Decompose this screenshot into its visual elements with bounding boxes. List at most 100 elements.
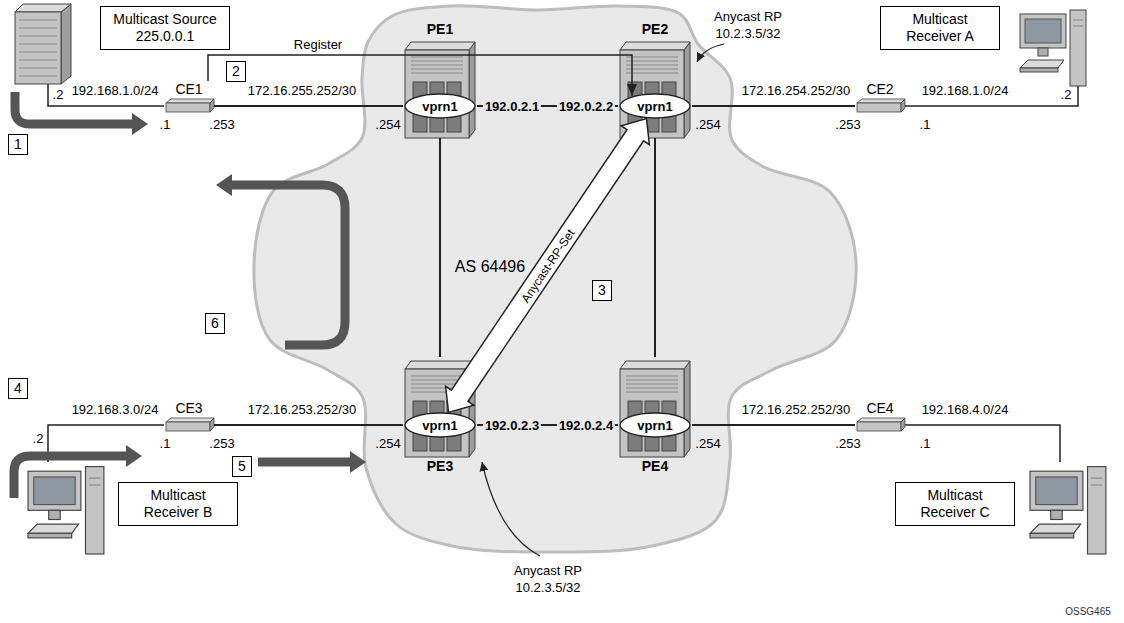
- address-label: .1: [920, 117, 931, 132]
- node-text: 225.0.0.1: [107, 28, 223, 45]
- node-text: PE4: [642, 457, 668, 475]
- link-line: [214, 105, 403, 107]
- subnet-label: 172.16.253.252/30: [248, 402, 356, 417]
- node-text: Multicast Receiver C: [902, 487, 1008, 521]
- link-line: [439, 138, 441, 357]
- link-line: [654, 138, 656, 357]
- address-label: .254: [695, 117, 720, 132]
- pe-router: PE1vprn1: [403, 20, 477, 138]
- ce-router: CE3: [164, 400, 214, 434]
- router-icon: [620, 361, 690, 457]
- node-text: CE2: [866, 81, 893, 98]
- system-address: 192.0.2.2: [557, 99, 615, 114]
- address-label: .1: [920, 436, 931, 451]
- anycast-arrow: [446, 119, 650, 413]
- subnet-label: 192.168.4.0/24: [922, 402, 1009, 417]
- oval-shape: [620, 413, 690, 437]
- callout-number: 1: [8, 134, 28, 155]
- subnet-label: 192.168.1.0/24: [922, 83, 1009, 98]
- oval-shape: [405, 413, 475, 437]
- node-text: vprn1: [637, 418, 672, 433]
- address-label: .2: [1061, 87, 1072, 102]
- node-text: PE3: [427, 457, 453, 475]
- subnet-label: 192.168.3.0/24: [72, 402, 159, 417]
- node-text: vprn1: [637, 99, 672, 114]
- address-label: .1: [160, 117, 171, 132]
- flow-arrow: [14, 456, 128, 498]
- pe-router: PE2 vprn1: [618, 20, 692, 138]
- pe-router: PE3 vprn1: [403, 357, 477, 475]
- ce-icon: [166, 418, 214, 431]
- flow-arrow: [230, 185, 345, 345]
- node-text: 3: [598, 282, 606, 299]
- address-label: .2: [53, 87, 64, 102]
- receiver-box: Multicast Receiver A: [880, 6, 1000, 50]
- subnet-label: 192.168.1.0/24: [72, 83, 159, 98]
- ce-icon: [857, 418, 905, 431]
- leader-line: [482, 462, 540, 556]
- ce-icon: [857, 99, 905, 112]
- ce-router: CE1: [164, 81, 214, 115]
- oval-shape: [405, 94, 475, 118]
- node-text: Multicast Receiver B: [125, 487, 231, 521]
- subnet-label: 172.16.255.252/30: [248, 83, 356, 98]
- callout-number: 2: [226, 61, 246, 82]
- node-text: 2: [232, 63, 240, 80]
- callout-number: 3: [592, 280, 612, 301]
- node-text: PE2: [642, 20, 668, 38]
- vprn-oval: vprn1: [619, 93, 691, 119]
- as-label: AS 64496: [455, 258, 525, 276]
- node-text: Multicast Receiver A: [887, 11, 993, 45]
- address-label: .254: [375, 117, 400, 132]
- subnet-label: 172.16.254.252/30: [742, 83, 850, 98]
- pc-icon: [28, 467, 104, 554]
- rp-label: Anycast RP: [514, 563, 582, 578]
- server-icon: [15, 4, 71, 84]
- address-label: .254: [375, 436, 400, 451]
- ce-router: CE2: [855, 81, 905, 115]
- node-text: 6: [211, 315, 219, 332]
- node-text: 4: [14, 380, 22, 397]
- receiver-box: Multicast Receiver B: [118, 482, 238, 526]
- rp-label: Anycast RP: [714, 9, 782, 24]
- ce-router: CE4: [855, 400, 905, 434]
- subnet-label: 172.16.252.252/30: [742, 402, 850, 417]
- ce-icon: [166, 99, 214, 112]
- node-text: CE3: [175, 400, 202, 417]
- receiver-box: Multicast Receiver C: [895, 482, 1015, 526]
- address-label: .2: [33, 431, 44, 446]
- callout-number: 6: [205, 313, 225, 334]
- address-label: .254: [695, 436, 720, 451]
- figure-id: OSSG465: [1065, 606, 1111, 618]
- vprn-oval: vprn1: [619, 412, 691, 438]
- node-text: Multicast Source: [107, 11, 223, 28]
- address-label: .253: [209, 436, 234, 451]
- system-address: 192.0.2.3: [483, 418, 541, 433]
- node-text: 5: [238, 458, 246, 475]
- edge-label: Register: [294, 37, 342, 52]
- router-icon: [405, 42, 475, 138]
- address-label: .253: [835, 117, 860, 132]
- node-text: vprn1: [422, 418, 457, 433]
- lan-wire: [905, 425, 1060, 462]
- pe-router: PE4 vprn1: [618, 357, 692, 475]
- system-address: 192.0.2.1: [483, 99, 541, 114]
- system-address: 192.0.2.4: [557, 418, 615, 433]
- address-label: .1: [160, 436, 171, 451]
- callout-number: 5: [232, 456, 252, 477]
- address-label: .253: [209, 117, 234, 132]
- pc-icon: [1030, 467, 1106, 554]
- rp-address: 10.2.3.5/32: [715, 26, 780, 41]
- rp-address: 10.2.3.5/32: [515, 580, 580, 595]
- link-line: [692, 424, 855, 426]
- leader-line: [697, 44, 724, 62]
- address-label: .253: [835, 436, 860, 451]
- link-line: [692, 105, 855, 107]
- node-text: PE1: [427, 20, 453, 38]
- pc-icon: [1020, 10, 1086, 86]
- node-text: CE4: [866, 400, 893, 417]
- node-text: CE1: [175, 81, 202, 98]
- oval-shape: [620, 94, 690, 118]
- link-line: [214, 424, 403, 426]
- vprn-oval: vprn1: [404, 412, 476, 438]
